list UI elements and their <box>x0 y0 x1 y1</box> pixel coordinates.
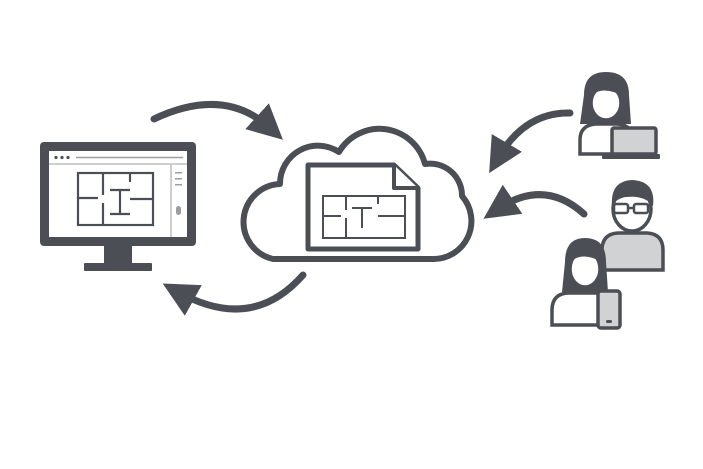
window-dot <box>66 155 70 160</box>
woman-with-laptop-icon <box>578 72 660 159</box>
scroll-thumb <box>176 206 181 215</box>
inbound-arrow-lower-icon <box>483 184 588 219</box>
woman-with-phone-icon <box>550 238 622 330</box>
sync-arrow-top-icon <box>150 101 283 140</box>
monitor-screen <box>49 151 187 237</box>
monitor-base <box>84 263 152 271</box>
screen-floorplan-icon <box>76 171 155 227</box>
man-torso <box>600 231 665 272</box>
monitor-icon <box>40 142 196 271</box>
man-with-glasses-icon <box>600 180 665 272</box>
man-hair <box>611 180 654 206</box>
laptop-base <box>602 154 660 159</box>
inbound-arrow-upper-icon <box>489 109 574 174</box>
side-panel-item <box>175 178 182 180</box>
floorplan-document-icon <box>305 162 421 252</box>
cloud-icon <box>240 125 475 263</box>
phone-home-button <box>606 320 612 323</box>
glasses-icon <box>612 202 650 215</box>
window-dot <box>54 155 58 160</box>
side-panel-item <box>175 184 182 186</box>
side-panel-item <box>175 172 182 174</box>
sync-arrow-bottom-icon <box>162 271 307 316</box>
document-floorplan <box>322 195 406 239</box>
window-dot <box>60 155 64 160</box>
laptop-screen <box>610 126 658 156</box>
monitor-neck <box>104 246 132 264</box>
phone-icon <box>596 289 622 330</box>
